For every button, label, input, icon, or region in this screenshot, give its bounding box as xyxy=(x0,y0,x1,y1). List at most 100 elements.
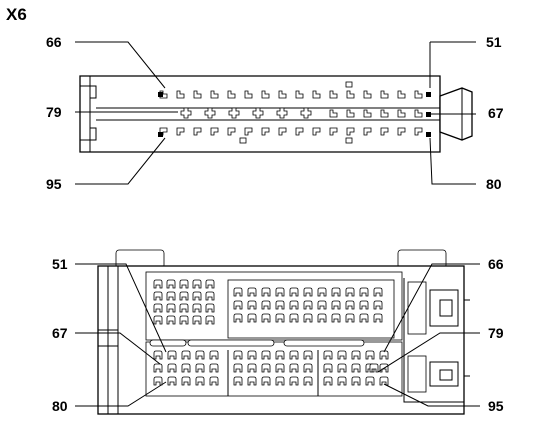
pin-label-95: 95 xyxy=(46,176,62,192)
pin-cavity xyxy=(209,376,219,386)
top-connector-view xyxy=(79,75,473,153)
pin-cavity xyxy=(289,300,299,310)
pin-cavity xyxy=(317,287,327,297)
pin-cavity xyxy=(261,313,271,323)
pin-cavity xyxy=(351,363,361,373)
pin-cavity xyxy=(323,376,333,386)
pin-cavity xyxy=(228,107,240,119)
pin-cavity xyxy=(300,107,312,119)
pin-cavity xyxy=(205,291,215,301)
pin-label-66: 66 xyxy=(46,34,62,50)
pin-cavity xyxy=(261,363,271,373)
pin-cavity xyxy=(181,350,191,360)
pin-cavity xyxy=(192,303,202,313)
pin-cavity xyxy=(329,90,338,99)
pin-cavity xyxy=(278,90,287,99)
pin-cavity xyxy=(204,107,216,119)
pin-cavity xyxy=(331,313,341,323)
pin-cavity xyxy=(261,300,271,310)
pin-cavity xyxy=(345,287,355,297)
pin-cavity xyxy=(397,90,406,99)
pin-cavity xyxy=(167,376,177,386)
pin-cavity xyxy=(275,300,285,310)
pin-cavity xyxy=(179,315,189,325)
pin-cavity xyxy=(317,300,327,310)
pin-cavity xyxy=(303,376,313,386)
pin-cavity xyxy=(275,363,285,373)
pin-cavity xyxy=(323,363,333,373)
pin-cavity xyxy=(261,90,270,99)
pin-cavity xyxy=(331,300,341,310)
pin-cavity xyxy=(337,350,347,360)
pin-cavity xyxy=(192,279,202,289)
pin-cavity xyxy=(153,279,163,289)
pin-cavity xyxy=(373,300,383,310)
pin-cavity xyxy=(176,127,185,136)
pin-cavity xyxy=(209,363,219,373)
pin-cavity xyxy=(369,363,379,373)
pin-cavity xyxy=(244,90,253,99)
pin-cavity xyxy=(351,376,361,386)
pin-cavity xyxy=(345,313,355,323)
pin-marker xyxy=(158,132,163,137)
pin-cavity xyxy=(153,315,163,325)
pin-cavity xyxy=(303,287,313,297)
pin-cavity xyxy=(233,350,243,360)
pin-cavity xyxy=(233,313,243,323)
pin-cavity xyxy=(176,90,185,99)
pin-marker xyxy=(426,132,431,137)
pin-cavity xyxy=(359,313,369,323)
pin-cavity xyxy=(247,300,257,310)
pin-cavity xyxy=(233,376,243,386)
pin-cavity xyxy=(337,363,347,373)
pin-cavity xyxy=(261,287,271,297)
pin-cavity xyxy=(289,287,299,297)
pin-marker xyxy=(426,112,431,117)
pin-cavity xyxy=(275,350,285,360)
pin-cavity xyxy=(205,315,215,325)
pin-cavity xyxy=(275,313,285,323)
pin-cavity xyxy=(179,291,189,301)
pin-cavity xyxy=(323,350,333,360)
pin-cavity xyxy=(363,109,372,118)
pin-cavity xyxy=(345,300,355,310)
pin-cavity xyxy=(244,127,253,136)
pin-cavity xyxy=(195,363,205,373)
pin-cavity xyxy=(205,279,215,289)
pin-cavity xyxy=(359,300,369,310)
pin-cavity xyxy=(397,109,406,118)
pin-cavity xyxy=(261,376,271,386)
pin-cavity xyxy=(363,127,372,136)
pin-cavity xyxy=(247,287,257,297)
pin-cavity xyxy=(295,127,304,136)
pin-cavity xyxy=(192,291,202,301)
pin-cavity xyxy=(414,127,423,136)
pin-cavity xyxy=(181,363,191,373)
pin-cavity xyxy=(247,376,257,386)
pin-cavity xyxy=(303,313,313,323)
pin-cavity xyxy=(312,127,321,136)
pin-cavity xyxy=(195,350,205,360)
pin-cavity xyxy=(247,363,257,373)
pin-cavity xyxy=(331,287,341,297)
pin-cavity xyxy=(210,90,219,99)
pin-cavity xyxy=(295,90,304,99)
pin-marker xyxy=(426,92,431,97)
key-slot xyxy=(345,137,353,144)
pin-cavity xyxy=(209,350,219,360)
pin-cavity xyxy=(397,127,406,136)
pin-label-79: 79 xyxy=(46,104,62,120)
pin-cavity xyxy=(153,350,163,360)
pin-cavity xyxy=(289,313,299,323)
pin-cavity xyxy=(303,363,313,373)
pin-label-95-lower: 95 xyxy=(488,398,504,414)
pin-cavity xyxy=(166,315,176,325)
pin-cavity xyxy=(414,109,423,118)
pin-cavity xyxy=(365,350,375,360)
pin-label-79-lower: 79 xyxy=(488,325,504,341)
pin-cavity xyxy=(380,109,389,118)
pin-cavity xyxy=(233,300,243,310)
pin-cavity xyxy=(373,287,383,297)
pin-cavity xyxy=(329,109,338,118)
pin-cavity xyxy=(289,350,299,360)
